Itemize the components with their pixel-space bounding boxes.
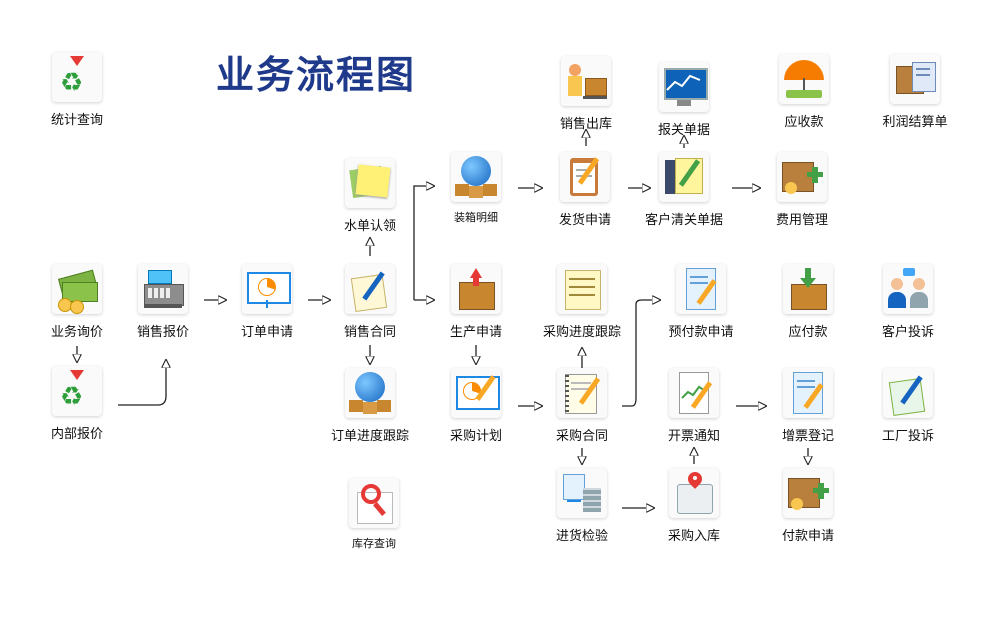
presentation-pen-icon	[451, 368, 501, 418]
node-label: 统计查询	[50, 113, 103, 128]
magnifier-papers-icon	[349, 478, 399, 528]
node-label: 开票通知	[667, 429, 720, 444]
forklift-worker-icon	[561, 56, 611, 106]
node-packing-detail[interactable]: 装箱明细	[421, 152, 531, 225]
node-purchase-contract[interactable]: 采购合同	[527, 368, 637, 444]
node-label: 采购合同	[555, 429, 608, 444]
node-profit-statement[interactable]: 利润结算单	[860, 54, 970, 130]
node-label: 装箱明细	[454, 211, 498, 224]
box-plus-icon	[777, 152, 827, 202]
location-pin-icon	[669, 468, 719, 518]
node-purchase-warehousing[interactable]: 采购入库	[639, 468, 749, 544]
node-label: 销售报价	[136, 325, 189, 340]
node-customs-doc[interactable]: 报关单据	[629, 62, 739, 138]
node-stats-query[interactable]: ♻ 统计查询	[22, 52, 132, 128]
report-chart-pen-icon	[669, 368, 719, 418]
node-label: 销售出库	[559, 117, 612, 132]
contract-pen-icon	[345, 264, 395, 314]
node-label: 报关单据	[657, 123, 710, 138]
notebook-pen-icon	[557, 368, 607, 418]
globe-boxes-icon	[451, 152, 501, 202]
recycle-icon: ♻	[52, 52, 102, 102]
node-label: 内部报价	[50, 427, 103, 442]
box-document-icon	[890, 54, 940, 104]
node-label: 订单申请	[240, 325, 293, 340]
node-water-claim[interactable]: 水单认领	[315, 158, 425, 234]
node-incoming-inspection[interactable]: 进货检验	[527, 468, 637, 544]
node-payable[interactable]: 应付款	[753, 264, 863, 340]
box-up-arrow-icon	[451, 264, 501, 314]
cash-register-icon	[138, 264, 188, 314]
node-internal-quote[interactable]: ♻ 内部报价	[22, 366, 132, 442]
node-label: 工厂投诉	[881, 429, 934, 444]
node-label: 库存查询	[352, 537, 396, 550]
node-invoice-notice[interactable]: 开票通知	[639, 368, 749, 444]
node-factory-complaint[interactable]: 工厂投诉	[853, 368, 963, 444]
node-inventory-query[interactable]: 库存查询	[319, 478, 429, 551]
presentation-chart-icon	[242, 264, 292, 314]
monitor-chart-icon	[659, 62, 709, 112]
notepad-list-icon	[557, 264, 607, 314]
globe-boxes-icon	[345, 368, 395, 418]
node-label: 采购进度跟踪	[542, 325, 621, 340]
sticky-notes-icon	[345, 158, 395, 208]
clipboard-pen-icon	[560, 152, 610, 202]
node-label: 费用管理	[775, 213, 828, 228]
node-order-request[interactable]: 订单申请	[212, 264, 322, 340]
node-purchase-tracking[interactable]: 采购进度跟踪	[527, 264, 637, 340]
two-people-icon	[883, 264, 933, 314]
node-customer-complaint[interactable]: 客户投诉	[853, 264, 963, 340]
node-payment-request[interactable]: 付款申请	[753, 468, 863, 544]
document-pencil-icon	[676, 264, 726, 314]
node-vat-register[interactable]: 增票登记	[753, 368, 863, 444]
node-label: 发货申请	[558, 213, 611, 228]
money-coins-icon	[52, 264, 102, 314]
node-expense-mgmt[interactable]: 费用管理	[747, 152, 857, 228]
node-sales-outbound[interactable]: 销售出库	[531, 56, 641, 132]
box-down-arrow-icon	[783, 264, 833, 314]
box-plus-icon	[783, 468, 833, 518]
node-label: 付款申请	[781, 529, 834, 544]
node-sales-quote[interactable]: 销售报价	[108, 264, 218, 340]
node-label: 订单进度跟踪	[330, 429, 409, 444]
node-label: 增票登记	[781, 429, 834, 444]
node-customs-clearance[interactable]: 客户清关单据	[629, 152, 739, 228]
node-label: 利润结算单	[882, 115, 948, 130]
node-purchase-plan[interactable]: 采购计划	[421, 368, 531, 444]
node-receivable[interactable]: 应收款	[749, 54, 859, 130]
node-label: 进货检验	[555, 529, 608, 544]
node-production-request[interactable]: 生产申请	[421, 264, 531, 340]
node-label: 应收款	[784, 115, 824, 130]
node-label: 业务询价	[50, 325, 103, 340]
node-ship-request[interactable]: 发货申请	[530, 152, 640, 228]
node-label: 应付款	[788, 325, 828, 340]
node-business-inquiry[interactable]: 业务询价	[22, 264, 132, 340]
documents-pen-icon	[659, 152, 709, 202]
node-label: 预付款申请	[668, 325, 734, 340]
node-label: 采购入库	[667, 529, 720, 544]
diagram-title: 业务流程图	[216, 53, 417, 97]
umbrella-money-icon	[779, 54, 829, 104]
node-label: 采购计划	[449, 429, 502, 444]
node-label: 生产申请	[449, 325, 502, 340]
recycle-icon: ♻	[52, 366, 102, 416]
contract-pen-icon	[883, 368, 933, 418]
node-label: 客户清关单据	[644, 213, 723, 228]
node-label: 客户投诉	[881, 325, 934, 340]
node-label: 销售合同	[343, 325, 396, 340]
inspection-stack-icon	[557, 468, 607, 518]
node-label: 水单认领	[343, 219, 396, 234]
document-pencil-icon	[783, 368, 833, 418]
node-order-tracking[interactable]: 订单进度跟踪	[315, 368, 425, 444]
node-prepayment-request[interactable]: 预付款申请	[646, 264, 756, 340]
node-sales-contract[interactable]: 销售合同	[315, 264, 425, 340]
